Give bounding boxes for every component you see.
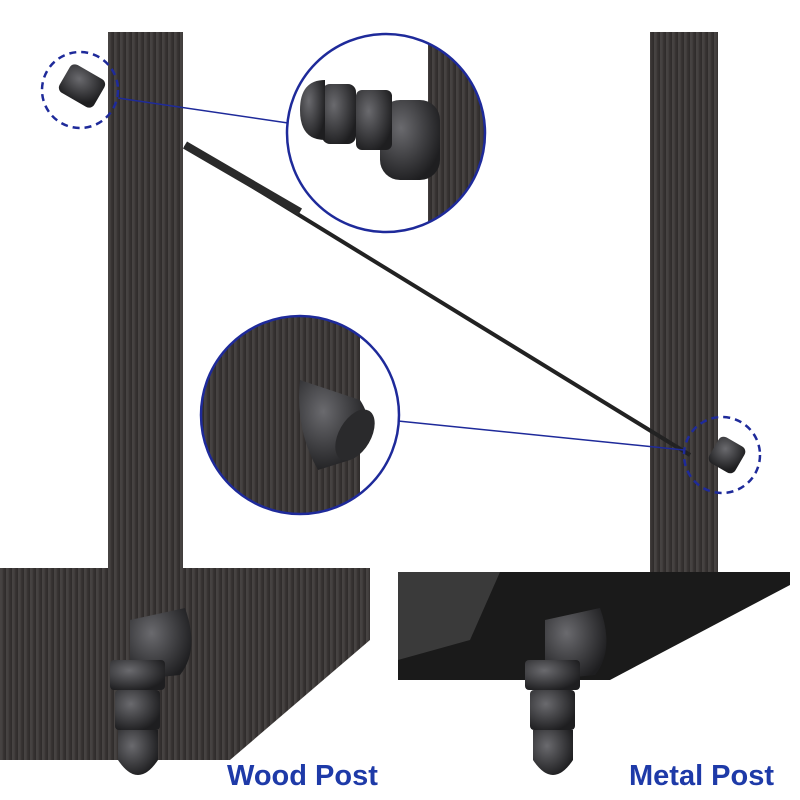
metal-post-panel (398, 572, 790, 775)
wood-post-panel (0, 568, 370, 775)
dashed-callout-bottom (682, 415, 762, 495)
left-wood-post (108, 32, 183, 572)
dashed-callout-top (40, 50, 120, 130)
wood-post-label: Wood Post (227, 760, 378, 792)
bottom-end-fitting (708, 436, 746, 474)
metal-post-label: Metal Post (629, 760, 775, 792)
top-end-fitting (58, 64, 106, 108)
right-wood-post (650, 32, 718, 572)
